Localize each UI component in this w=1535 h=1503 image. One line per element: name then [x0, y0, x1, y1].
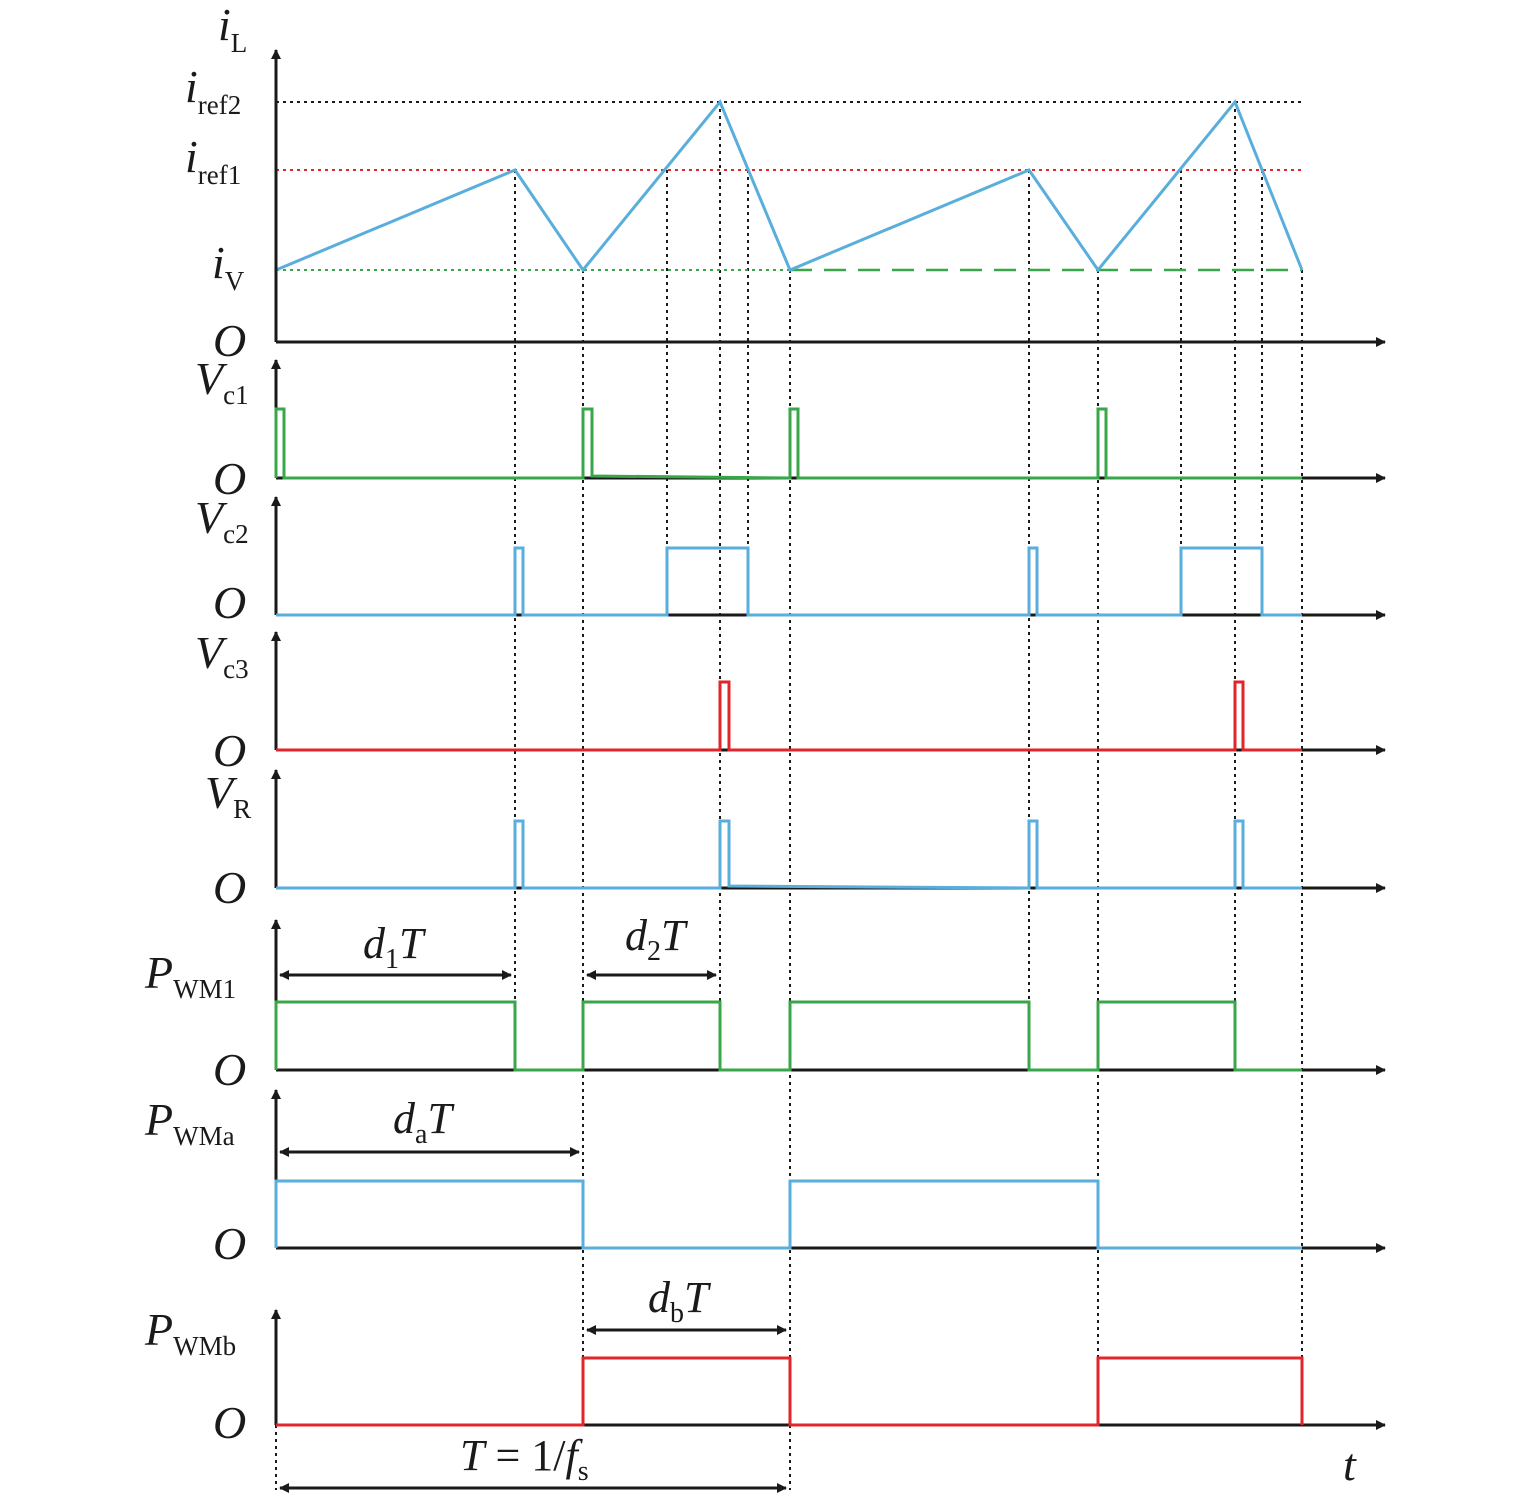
- dbT-label: dbT: [648, 1273, 712, 1329]
- iv-label: iV: [212, 237, 245, 296]
- pwma-label: PWMa: [144, 1094, 235, 1151]
- pwma-plot: [271, 1089, 1386, 1253]
- t-axis-label: t: [1343, 1439, 1357, 1490]
- vc2-plot: [271, 496, 1386, 620]
- pwmb-origin-label: O: [213, 1397, 246, 1448]
- axis-labels: iL iref2 iref1 iV O Vc1 O Vc2 O Vc3 O VR…: [144, 0, 1357, 1490]
- vr-plot: [271, 769, 1386, 893]
- vc3-origin-label: O: [213, 725, 246, 776]
- d2T-label: d2T: [625, 911, 689, 967]
- pwm1-plot: [271, 919, 1386, 1075]
- alignment-lines: [275, 102, 1303, 1490]
- vc1-label: Vc1: [195, 353, 249, 410]
- vc1-plot: [271, 359, 1386, 483]
- vc3-label: Vc3: [195, 627, 249, 684]
- il-origin-label: O: [213, 315, 246, 366]
- vc2-origin-label: O: [213, 577, 246, 628]
- vc2-label: Vc2: [195, 492, 249, 549]
- pwmb-label: PWMb: [144, 1304, 236, 1361]
- vc2-waveform: [276, 546, 1302, 617]
- inductor-current-waveform: [275, 99, 1304, 273]
- vc3-waveform: [276, 680, 1302, 752]
- iref2-label: iref2: [185, 61, 241, 120]
- d1T-label: d1T: [363, 919, 427, 975]
- vc1-origin-label: O: [213, 453, 246, 504]
- inductor-current-plot: [271, 49, 1386, 347]
- vc1-waveform: [274, 407, 1302, 480]
- pwma-waveform: [274, 1179, 1302, 1250]
- vr-label: VR: [205, 767, 251, 824]
- vr-origin-label: O: [213, 862, 246, 913]
- il-label: iL: [218, 0, 247, 58]
- iref1-label: iref1: [185, 131, 241, 190]
- vr-waveform: [276, 819, 1302, 890]
- pwmb-plot: [271, 1309, 1386, 1430]
- pwmb-waveform: [276, 1356, 1304, 1427]
- pwm1-waveform: [274, 1000, 1302, 1072]
- vc3-plot: [271, 631, 1386, 755]
- daT-label: daT: [393, 1094, 455, 1150]
- pwm1-label: PWM1: [144, 947, 236, 1004]
- period-label: T = 1/fs: [460, 1431, 589, 1487]
- pwma-origin-label: O: [213, 1218, 246, 1269]
- pwm1-origin-label: O: [213, 1044, 246, 1095]
- duration-labels: d1T d2T daT dbT T = 1/fs: [363, 911, 712, 1487]
- duration-arrows: [279, 970, 787, 1493]
